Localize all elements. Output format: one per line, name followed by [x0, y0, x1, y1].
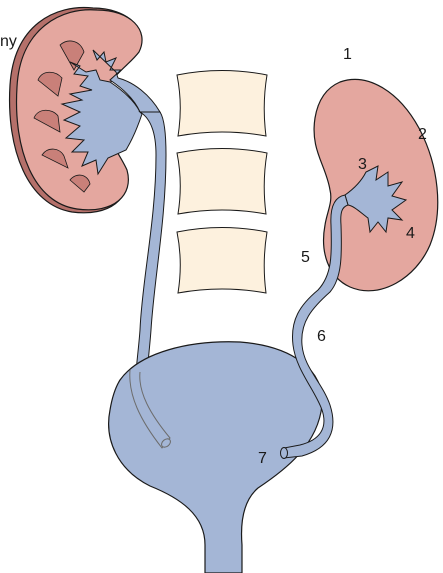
label-2: 2 [418, 126, 427, 143]
vertebra-middle [177, 149, 267, 215]
label-1: 1 [343, 46, 352, 63]
vertebra-upper [177, 71, 267, 137]
vertebra-lower [177, 228, 267, 294]
label-5: 5 [301, 249, 310, 266]
label-6: 6 [317, 328, 326, 345]
vertebrae [177, 71, 267, 294]
label-7: 7 [258, 450, 267, 467]
label-corner-fragment: ny [0, 33, 17, 50]
label-3: 3 [358, 156, 367, 173]
label-4: 4 [406, 225, 415, 242]
right-ureter-end [281, 448, 288, 459]
